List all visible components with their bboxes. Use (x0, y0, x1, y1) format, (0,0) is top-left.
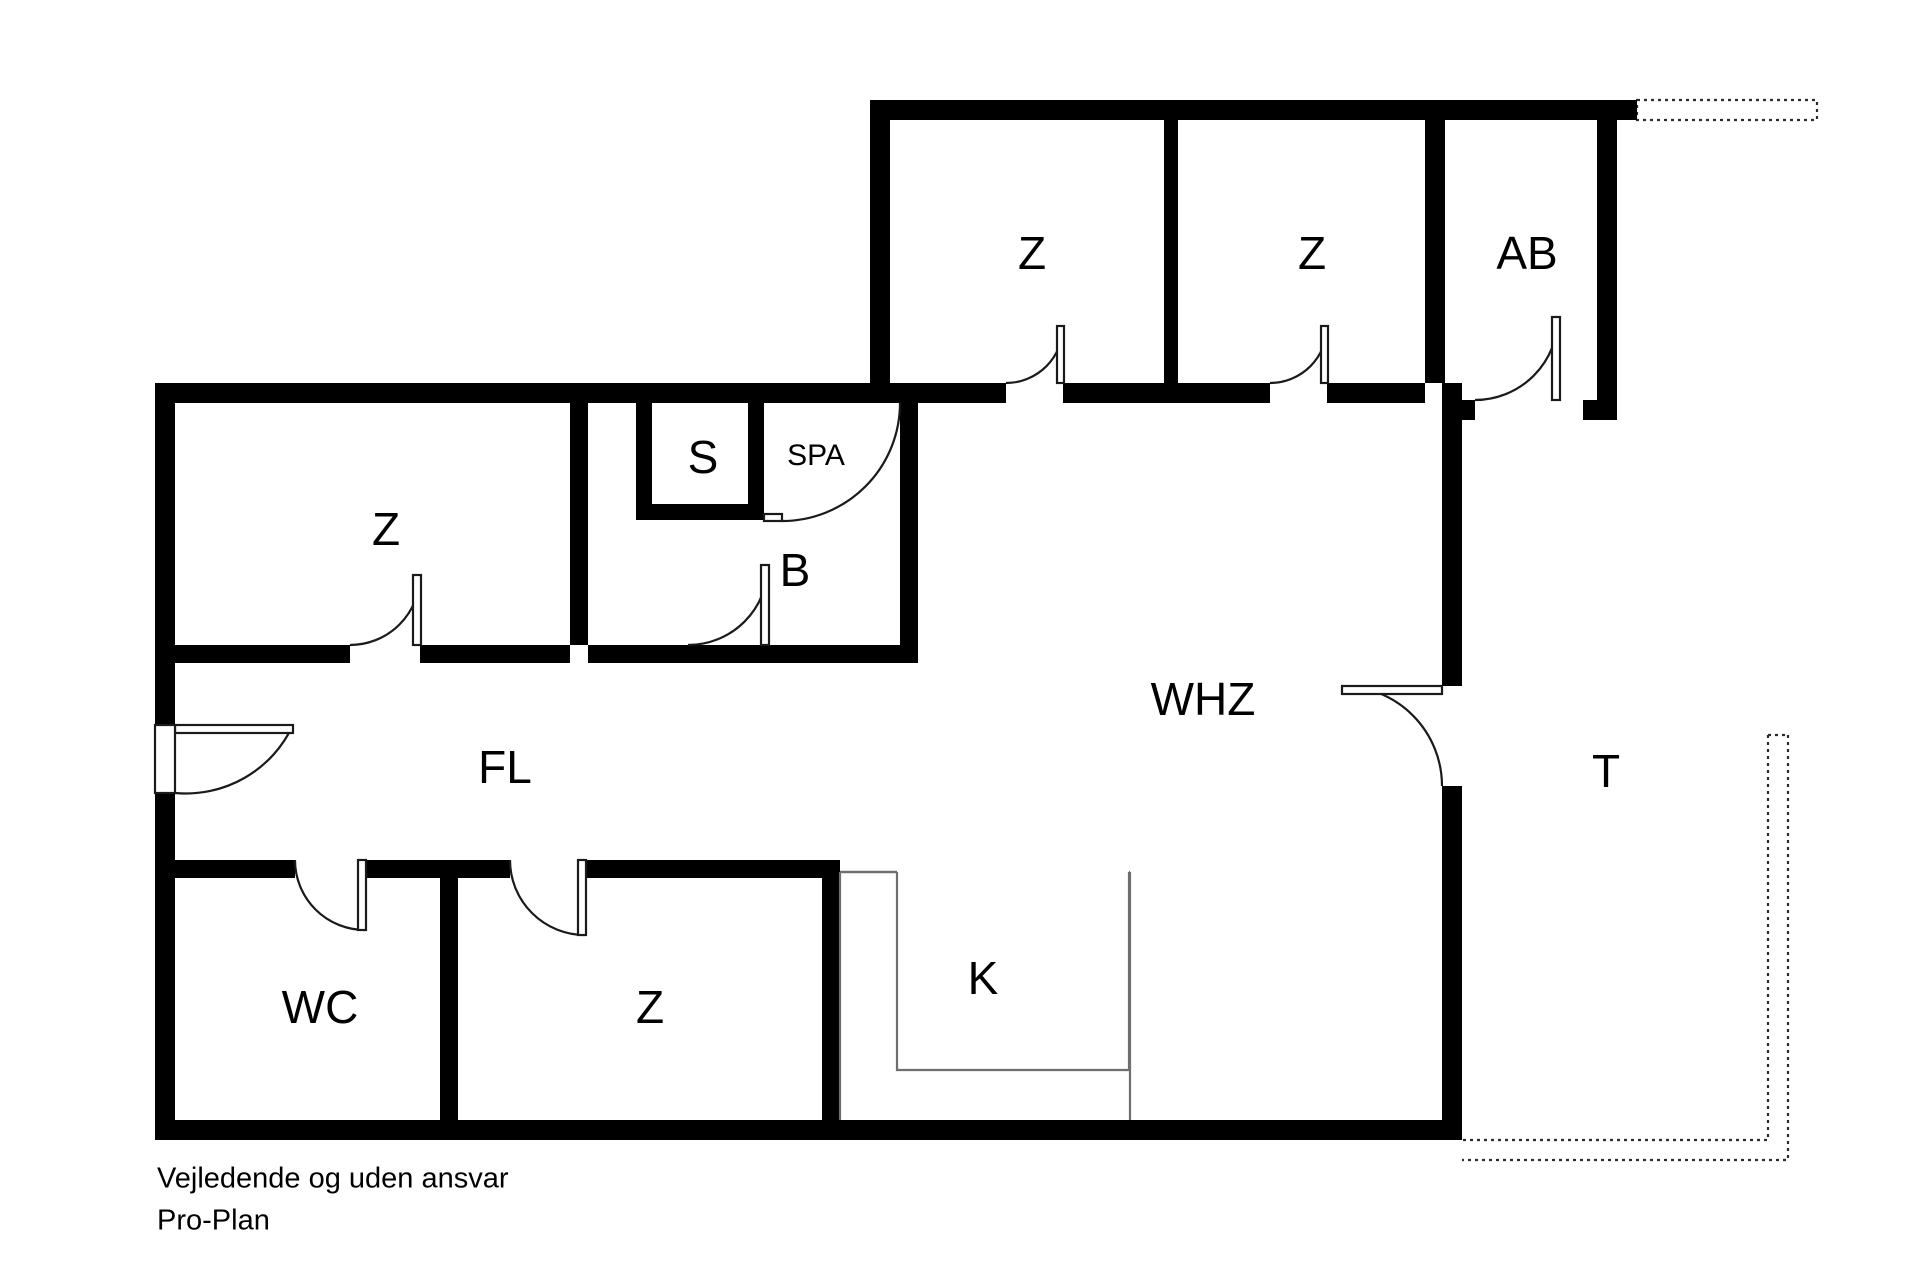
room-label-fl: FL (478, 741, 532, 793)
caption-line-2: Pro-Plan (157, 1205, 270, 1237)
terrace-outline-right (1462, 733, 1790, 1162)
room-label-z-top-right: Z (1298, 227, 1326, 279)
room-label-sauna: S (688, 431, 719, 483)
door-ab[interactable] (1474, 315, 1562, 402)
door-bath[interactable] (687, 563, 771, 647)
door-terrace[interactable] (1340, 684, 1444, 787)
wall-group-main-outline (155, 383, 1462, 1140)
door-wc[interactable] (293, 858, 368, 932)
caption-line-1: Vejledende og uden ansvar (157, 1163, 509, 1195)
room-label-whz: WHZ (1151, 673, 1256, 725)
door-z-top-left[interactable] (1005, 324, 1066, 385)
room-label-z-west: Z (372, 503, 400, 555)
door-entrance[interactable] (153, 723, 295, 795)
wall-group-interior (175, 403, 918, 1140)
room-label-z-south: Z (636, 981, 664, 1033)
room-label-spa: SPA (787, 439, 845, 472)
room-label-kitchen: K (968, 952, 999, 1004)
door-z-south[interactable] (508, 858, 588, 937)
door-spa[interactable] (762, 402, 902, 523)
room-label-ab: AB (1496, 227, 1557, 279)
room-label-z-top-left: Z (1018, 227, 1046, 279)
door-z-west[interactable] (349, 573, 423, 647)
door-z-top-right[interactable] (1269, 324, 1330, 385)
terrace-outline-top (1635, 98, 1819, 122)
room-label-bath: B (780, 544, 811, 596)
room-label-wc: WC (282, 981, 359, 1033)
room-label-terrace: T (1592, 745, 1620, 797)
kitchen-counter (838, 870, 1132, 1120)
